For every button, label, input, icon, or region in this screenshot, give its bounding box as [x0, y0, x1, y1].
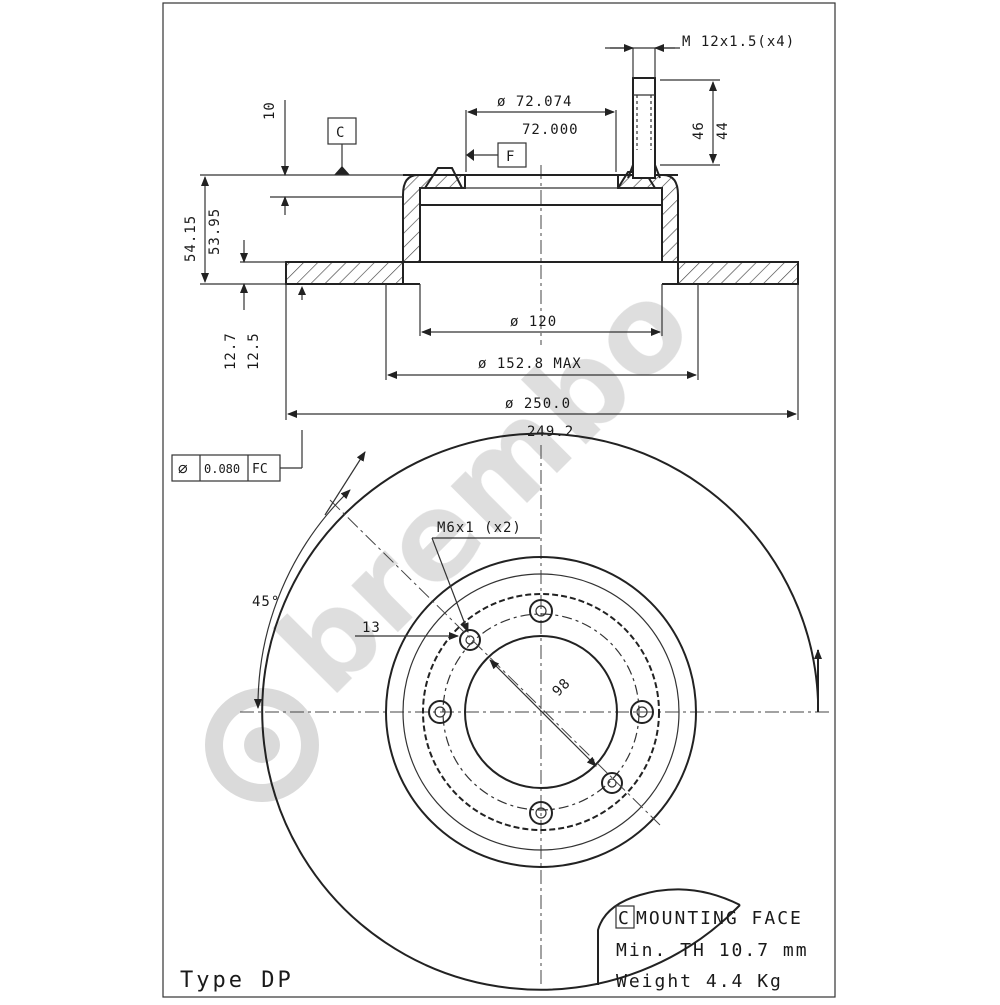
height-dim-54-15: 54.15 [183, 215, 199, 262]
dia-152-8-max: ø 152.8 MAX [478, 356, 582, 372]
mounting-letter: C [618, 908, 631, 929]
hat-outer-ring [385, 556, 697, 868]
runout-value: 0.080 [204, 462, 240, 476]
m6-callout: M6x1 (x2) [437, 520, 522, 536]
datum-f-label: F [506, 149, 515, 165]
section-view: M 12x1.5(x4) 46 44 ø 72.074 72.000 F C 5… [183, 34, 799, 440]
min-thickness-note: Min. TH 10.7 mm [616, 940, 809, 961]
dia-250-0: ø 250.0 [505, 396, 571, 412]
m6-hole-lower [601, 772, 623, 794]
mounting-face-note: MOUNTING FACE [636, 908, 803, 929]
runout-datums: FC [252, 462, 268, 477]
stud-dim-44: 44 [715, 121, 731, 140]
center-bore [464, 635, 618, 789]
dia-120: ø 120 [510, 314, 557, 330]
tolerance-frame: ⌀ 0.080 FC [171, 430, 303, 482]
braking-band-left [285, 261, 404, 285]
front-view: 98 M6x1 (x2) 13 45° [240, 432, 830, 991]
mounting-letter-box [615, 905, 635, 929]
stud-hole-left [428, 700, 452, 724]
notes-block: C MOUNTING FACE Min. TH 10.7 mm Weight 4… [615, 905, 809, 992]
bore-dia-max: ø 72.074 [497, 94, 572, 110]
dia-249-2: 249.2 [527, 424, 574, 440]
thickness-dim-12-7: 12.7 [223, 332, 239, 370]
thickness-dim-12-5: 12.5 [246, 332, 262, 370]
angle-45: 45° [252, 594, 280, 610]
stud-hole-top [529, 599, 553, 623]
weight-note: Weight 4.4 Kg [616, 971, 783, 992]
height-dim-53-95: 53.95 [207, 208, 223, 255]
bore-dia-min: 72.000 [522, 122, 579, 138]
stud-hole-bottom [529, 801, 553, 825]
type-label: Type DP [180, 968, 294, 993]
sheet-border [162, 2, 836, 998]
m6-hole-upper [459, 629, 481, 651]
wheel-stud [627, 77, 661, 179]
offset-dim-10: 10 [262, 101, 278, 120]
stud-hole-right [630, 700, 654, 724]
thread-callout: M 12x1.5(x4) [682, 34, 795, 50]
dim-13: 13 [362, 620, 381, 636]
pcd-98: 98 [550, 675, 575, 700]
stud-dim-46: 46 [691, 121, 707, 140]
datum-c-label: C [336, 125, 345, 141]
braking-band-right [677, 261, 799, 285]
watermark-text: brembo [252, 255, 718, 721]
runout-symbol: ⌀ [178, 459, 188, 478]
